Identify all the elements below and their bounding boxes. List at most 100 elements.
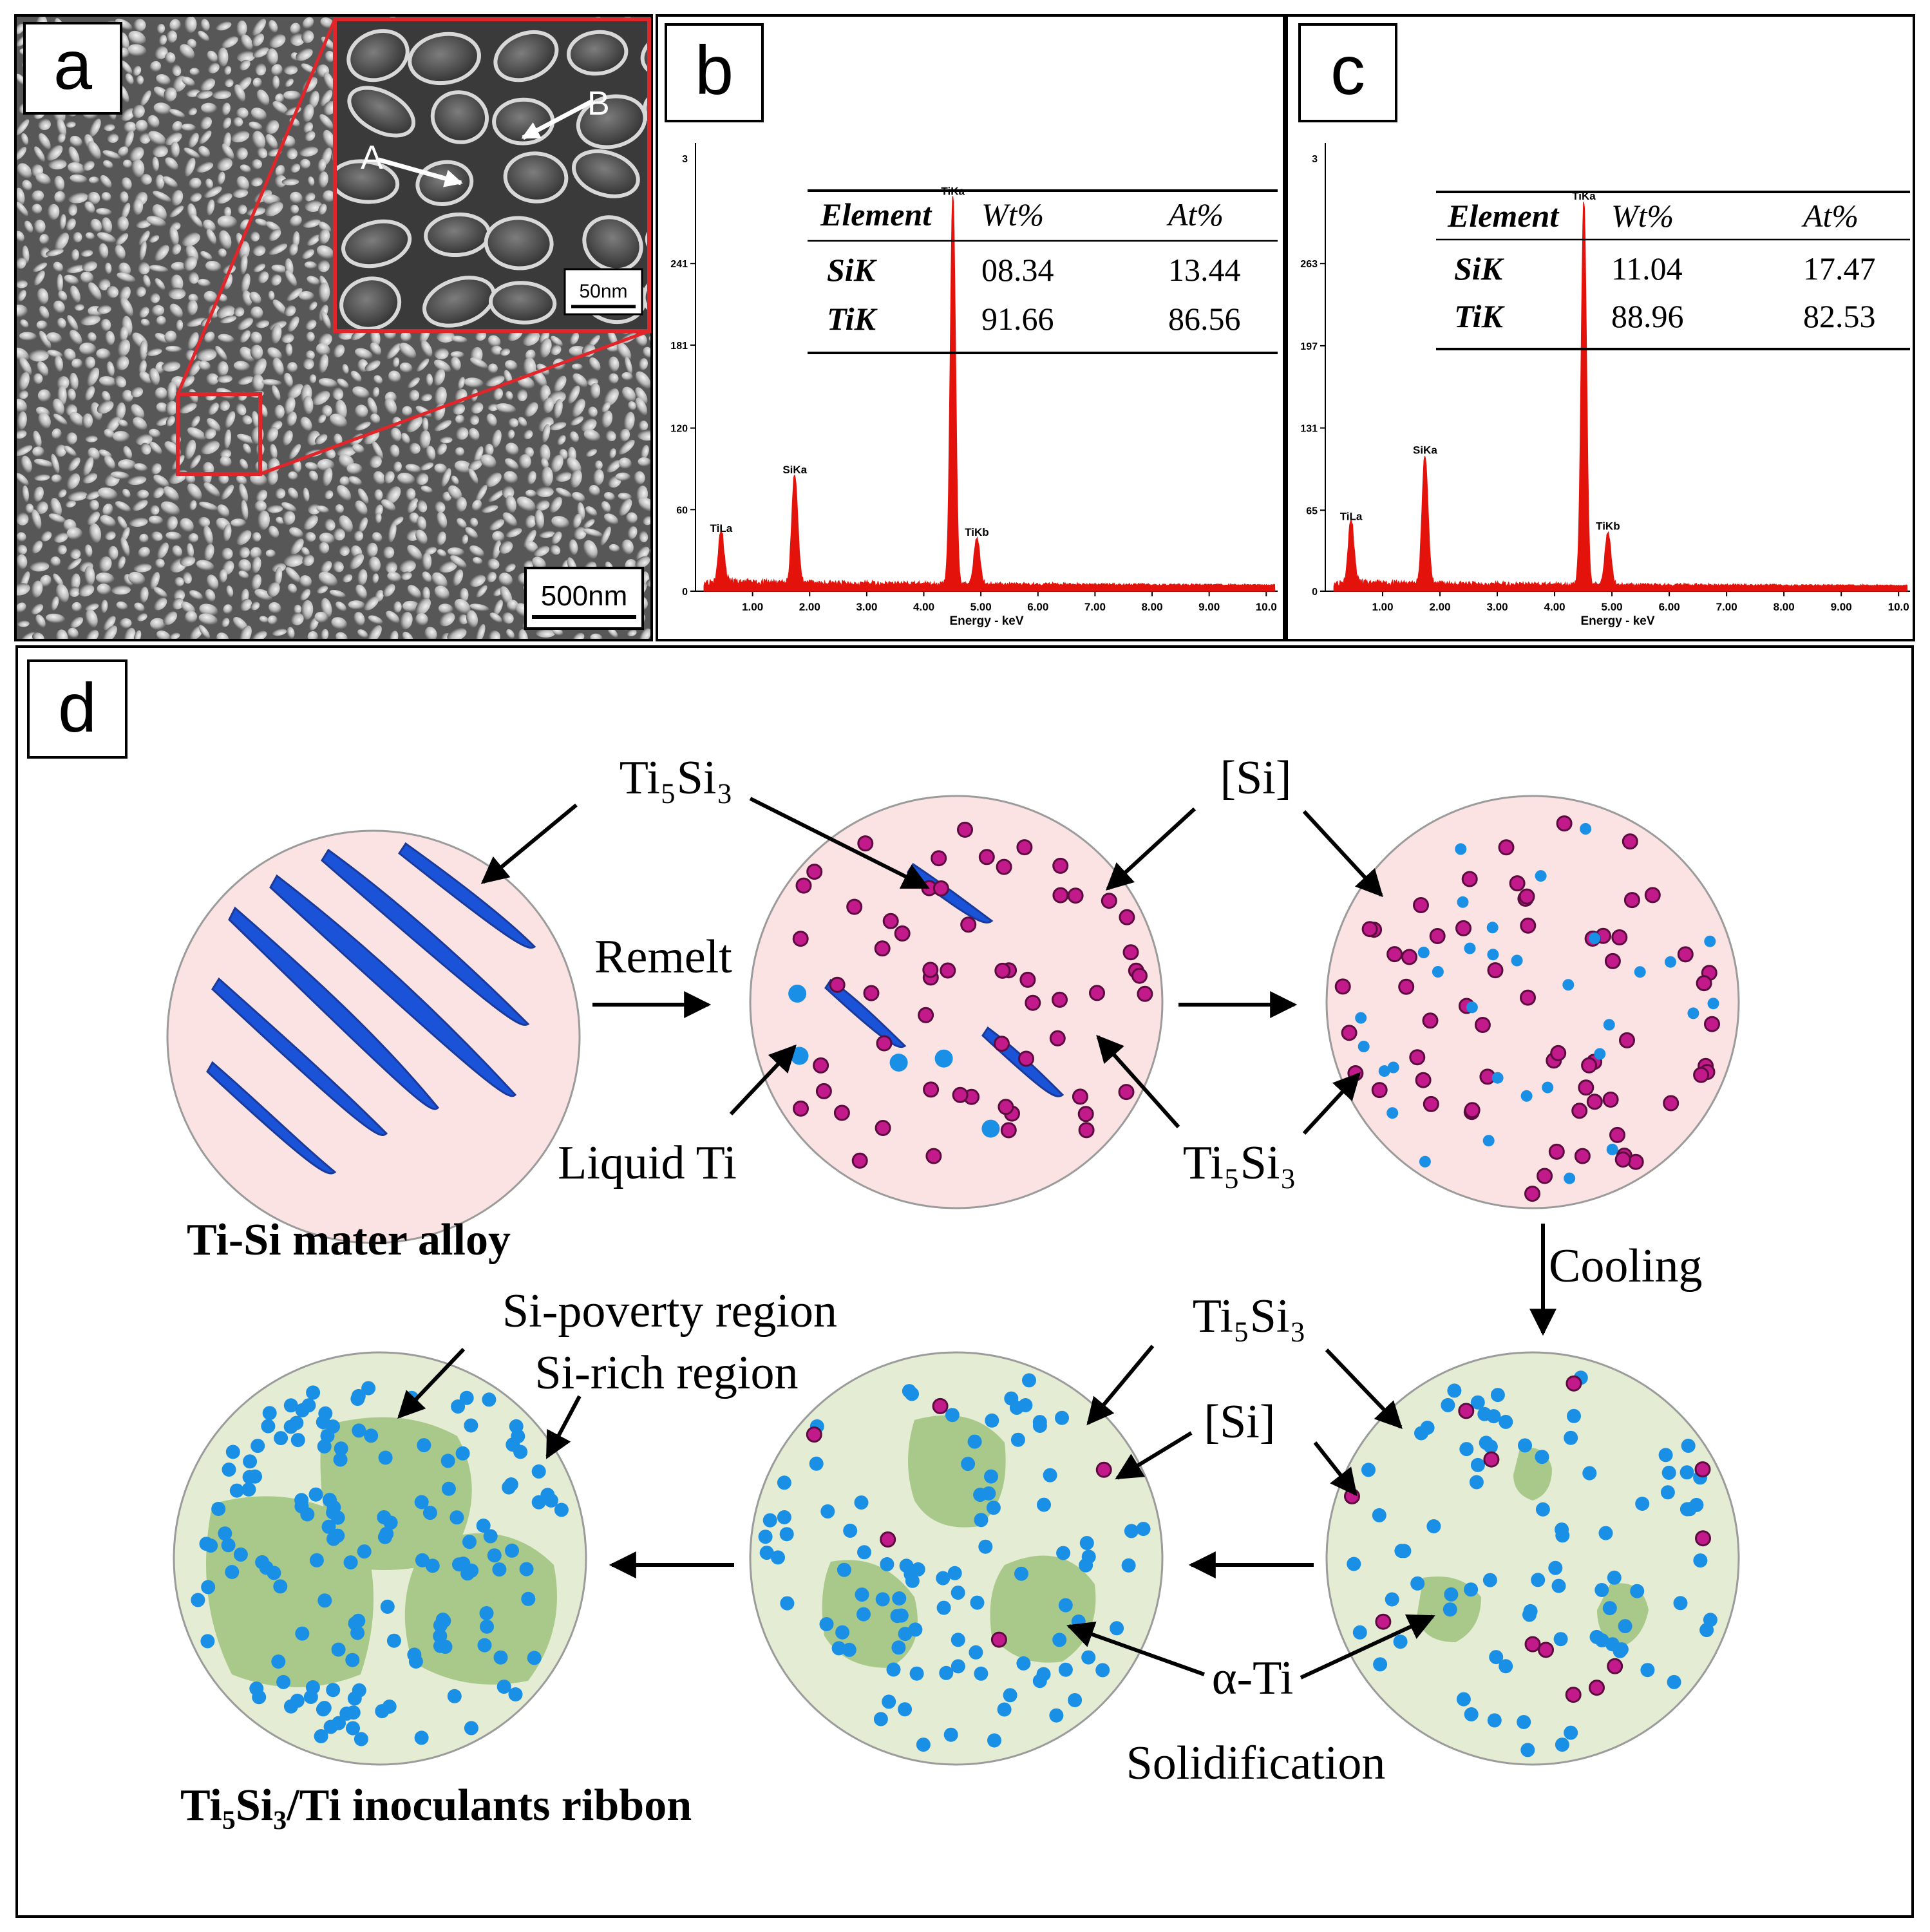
ti5si3-particle (1457, 1692, 1471, 1707)
ti5si3-particle (1582, 1466, 1596, 1481)
peak-label: TiKb (965, 526, 989, 538)
ti5si3-particle (1055, 1411, 1069, 1425)
ti5si3-particle (1614, 1642, 1629, 1656)
label-alpha-ti: α-Ti (1212, 1652, 1294, 1705)
y-tick-label: 65 (1306, 506, 1318, 516)
si-atom (961, 918, 976, 932)
si-atom (881, 1533, 895, 1547)
ti5si3-particle (1687, 1007, 1699, 1019)
si-atom (895, 927, 909, 941)
ti5si3-particle (1459, 1442, 1473, 1456)
label-remelt: Remelt (594, 931, 732, 983)
sem-grain (68, 204, 77, 216)
si-atom (1510, 876, 1524, 891)
ti5si3-particle (1580, 823, 1591, 835)
sem-grain (285, 343, 292, 356)
si-atom (1557, 817, 1571, 831)
si-atom (858, 837, 873, 851)
table-b-header-at: At% (1166, 196, 1224, 232)
ti5si3-particle (1511, 955, 1523, 967)
ti5si3-particle (890, 1054, 908, 1072)
ti5si3-particle (1635, 1497, 1649, 1511)
sem-grain (251, 345, 263, 360)
table-c-header-element: Element (1447, 198, 1560, 234)
x-tick-label: 7.00 (1084, 601, 1106, 613)
si-atom (797, 878, 811, 893)
si-atom (1526, 1187, 1540, 1201)
sem-grain (253, 78, 262, 88)
ti5si3-particle (855, 1587, 869, 1602)
x-tick-label: 4.00 (1544, 601, 1566, 613)
ti5si3-particle (1037, 1498, 1051, 1512)
si-atom (919, 1008, 933, 1022)
ti5si3-particle (1483, 1135, 1495, 1146)
x-tick-label: 8.00 (1141, 601, 1162, 613)
ti5si3-particle (1680, 1465, 1694, 1479)
ti5si3-particle (301, 1398, 316, 1412)
si-atom (1119, 1085, 1133, 1099)
si-atom (864, 986, 878, 1000)
ti5si3-particle (375, 1704, 389, 1718)
ti5si3-particle (978, 1540, 992, 1554)
sem-grain (89, 500, 99, 511)
ti5si3-particle (1524, 1604, 1538, 1618)
ti5si3-particle (1011, 1433, 1025, 1447)
ti5si3-particle (442, 1482, 456, 1496)
y-top-label: 3 (1312, 154, 1318, 165)
si-atom (1475, 1018, 1490, 1032)
sem-grain (71, 359, 82, 368)
ti5si3-particle (1361, 1463, 1376, 1477)
panel-c: 06513119726331.002.003.004.005.006.007.0… (1287, 15, 1914, 640)
ti5si3-particle (1419, 1156, 1431, 1168)
ti5si3-particle (306, 1385, 320, 1399)
ti5si3-particle (1016, 1656, 1030, 1671)
ti5si3-particle (1521, 1090, 1533, 1102)
si-atom (1079, 1123, 1093, 1137)
si-atom (1465, 1103, 1479, 1117)
ti5si3-particle (294, 1499, 308, 1513)
ti5si3-particle (809, 1457, 824, 1471)
si-atom (793, 932, 808, 946)
ti5si3-particle (222, 1538, 236, 1552)
si-atom (1566, 1688, 1580, 1702)
ti5si3-particle (1033, 1419, 1047, 1433)
ti5si3-particle (855, 1495, 869, 1510)
ti5si3-particle (777, 1510, 791, 1524)
ti5si3-particle (887, 1663, 901, 1677)
ti5si3-particle (1661, 1485, 1675, 1499)
ti5si3-particle (1018, 1398, 1032, 1412)
ti5si3-particle (532, 1464, 546, 1479)
sem-grain (306, 332, 315, 342)
ti5si3-particle (200, 1634, 214, 1648)
si-atom (1538, 1169, 1552, 1183)
si-atom (1488, 963, 1502, 978)
si-atom (997, 860, 1011, 874)
x-tick-label: 5.00 (1602, 601, 1623, 613)
label-solidification: Solidification (1126, 1737, 1386, 1790)
x-tick-label: 10.0 (1256, 601, 1277, 613)
ti5si3-particle (379, 1527, 393, 1541)
si-atom (996, 963, 1010, 978)
ti5si3-particle (532, 1495, 546, 1510)
x-tick-label: 8.00 (1774, 601, 1795, 613)
si-atom (1073, 1090, 1087, 1104)
x-tick-label: 6.00 (1659, 601, 1680, 613)
ti5si3-particle (1355, 1012, 1367, 1024)
si-atom (1457, 921, 1471, 935)
ti5si3-particle (314, 1729, 328, 1743)
peak-label: SiKa (1413, 444, 1437, 457)
ti5si3-particle (492, 1562, 506, 1577)
ti5si3-particle (480, 1620, 494, 1634)
ti5si3-particle (891, 1609, 905, 1623)
ti5si3-particle (968, 1435, 982, 1449)
ti5si3-particle (357, 1544, 372, 1558)
ti5si3-particle (1640, 1663, 1654, 1677)
x-tick-label: 7.00 (1716, 601, 1737, 613)
ti5si3-particle (1487, 949, 1499, 960)
ti5si3-particle (1464, 1707, 1479, 1721)
ti5si3-particle (309, 1488, 323, 1502)
si-atom (1620, 1033, 1634, 1047)
si-atom (1138, 987, 1152, 1001)
si-atom (958, 822, 972, 837)
ti5si3-particle (211, 1502, 225, 1516)
